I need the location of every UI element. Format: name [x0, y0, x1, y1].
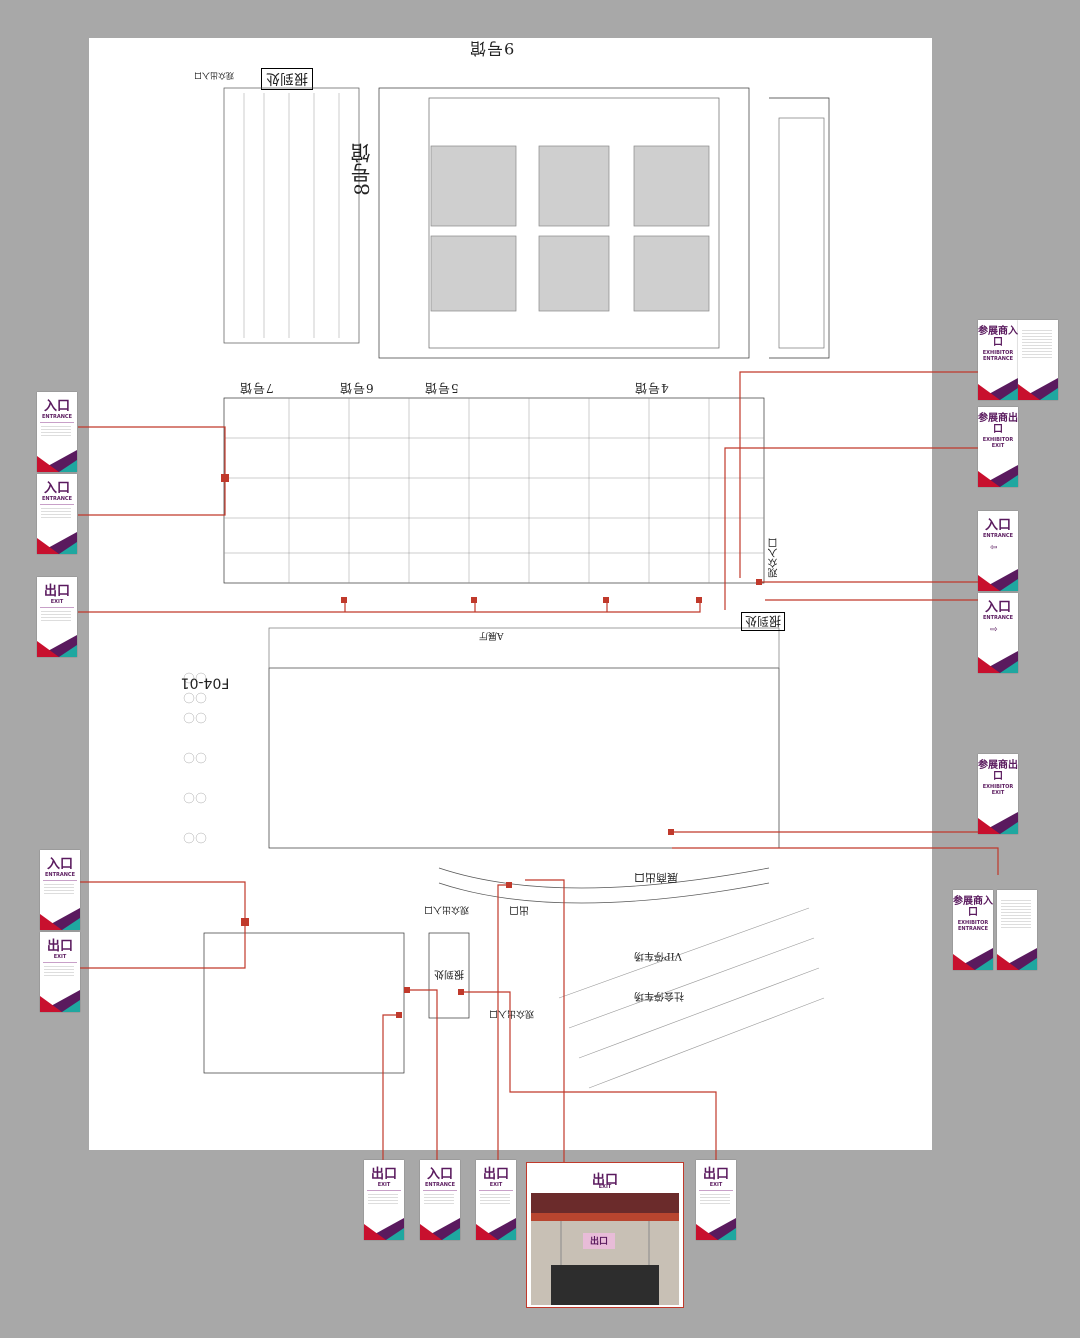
sign-title: 参展商入口: [978, 326, 1018, 348]
sign-exit-2: 出口 EXIT: [40, 932, 80, 1012]
sign-subtitle: ENTRANCE: [42, 414, 72, 420]
sign-subtitle: EXIT: [53, 954, 67, 960]
sign-subtitle: EXHIBITOR EXIT: [982, 437, 1014, 449]
sign-title: 出口: [482, 1167, 509, 1182]
plan-drawing: [183, 87, 830, 1089]
sign-subtitle: ENTRANCE: [45, 872, 75, 878]
sign-title: 入口: [43, 399, 70, 414]
sign-subtitle: EXIT: [377, 1182, 391, 1188]
sign-subtitle: ENTRANCE: [42, 496, 72, 502]
sign-title: 入口: [984, 600, 1011, 615]
sign-title: 入口: [426, 1167, 453, 1182]
sign-entrance-bottom: 入口 ENTRANCE: [420, 1160, 460, 1240]
sign-title: 入口: [43, 481, 70, 496]
sign-subtitle: EXIT: [50, 599, 64, 605]
sign-subtitle: EXIT: [489, 1182, 503, 1188]
sign-exit-1: 出口 EXIT: [37, 577, 77, 657]
sign-entrance-3: 入口 ENTRANCE: [40, 850, 80, 930]
exit-photo-image: [531, 1193, 679, 1305]
photo-exit-banner: 出口: [589, 1237, 608, 1247]
sign-exhibitor-exit-1: 参展商出口 EXHIBITOR EXIT: [978, 407, 1018, 487]
exit-photo: 出口 EXIT 出口: [526, 1162, 684, 1308]
sign-entrance-right-1: 入口 ENTRANCE ⇦: [978, 511, 1018, 591]
sign-entrance-right-2: 入口 ENTRANCE ⇨: [978, 593, 1018, 673]
sign-exhibitor-entrance-2: 参展商入口 EXHIBITOR ENTRANCE: [953, 890, 993, 970]
sign-subtitle: EXIT: [709, 1182, 723, 1188]
sign-exit-bottom-3: 出口 EXIT: [696, 1160, 736, 1240]
sign-subtitle: ENTRANCE: [983, 615, 1013, 621]
sign-title: 出口: [43, 584, 70, 599]
sign-subtitle: EXHIBITOR EXIT: [982, 784, 1014, 796]
sign-exhibitor-exit-2: 参展商出口 EXHIBITOR EXIT: [978, 754, 1018, 834]
sign-exit-bottom-1: 出口 EXIT: [364, 1160, 404, 1240]
sign-exit-bottom-2: 出口 EXIT: [476, 1160, 516, 1240]
sign-title: 出口: [46, 939, 73, 954]
sign-title: 入口: [46, 857, 73, 872]
booth-grid-outline: [223, 87, 360, 344]
sign-exhibitor-info-1: [1018, 320, 1058, 400]
sign-exhibitor-entrance-1: 参展商入口 EXHIBITOR ENTRANCE: [978, 320, 1018, 400]
sign-subtitle: EXHIBITOR ENTRANCE: [982, 350, 1014, 362]
sign-subtitle: EXHIBITOR ENTRANCE: [957, 920, 989, 932]
sign-title: 参展商出口: [978, 760, 1018, 782]
arrow-left-icon: ⇦: [990, 543, 998, 553]
sign-title: 入口: [984, 518, 1011, 533]
sign-entrance-1: 入口 ENTRANCE: [37, 392, 77, 472]
sign-title: 出口: [370, 1167, 397, 1182]
sign-title: 参展商入口: [953, 896, 993, 918]
floor-plan: 9号馆 报到处 观众出入口: [89, 38, 932, 1150]
sign-exhibitor-info-2: [997, 890, 1037, 970]
photo-sign-title: 出口: [591, 1173, 618, 1188]
sign-subtitle: ENTRANCE: [983, 533, 1013, 539]
sign-subtitle: ENTRANCE: [425, 1182, 455, 1188]
sign-title: 出口: [702, 1167, 729, 1182]
sign-title: 参展商出口: [978, 413, 1018, 435]
sign-entrance-2: 入口 ENTRANCE: [37, 474, 77, 554]
photo-sign-subtitle: EXIT: [598, 1184, 612, 1190]
arrow-right-icon: ⇨: [990, 625, 998, 635]
